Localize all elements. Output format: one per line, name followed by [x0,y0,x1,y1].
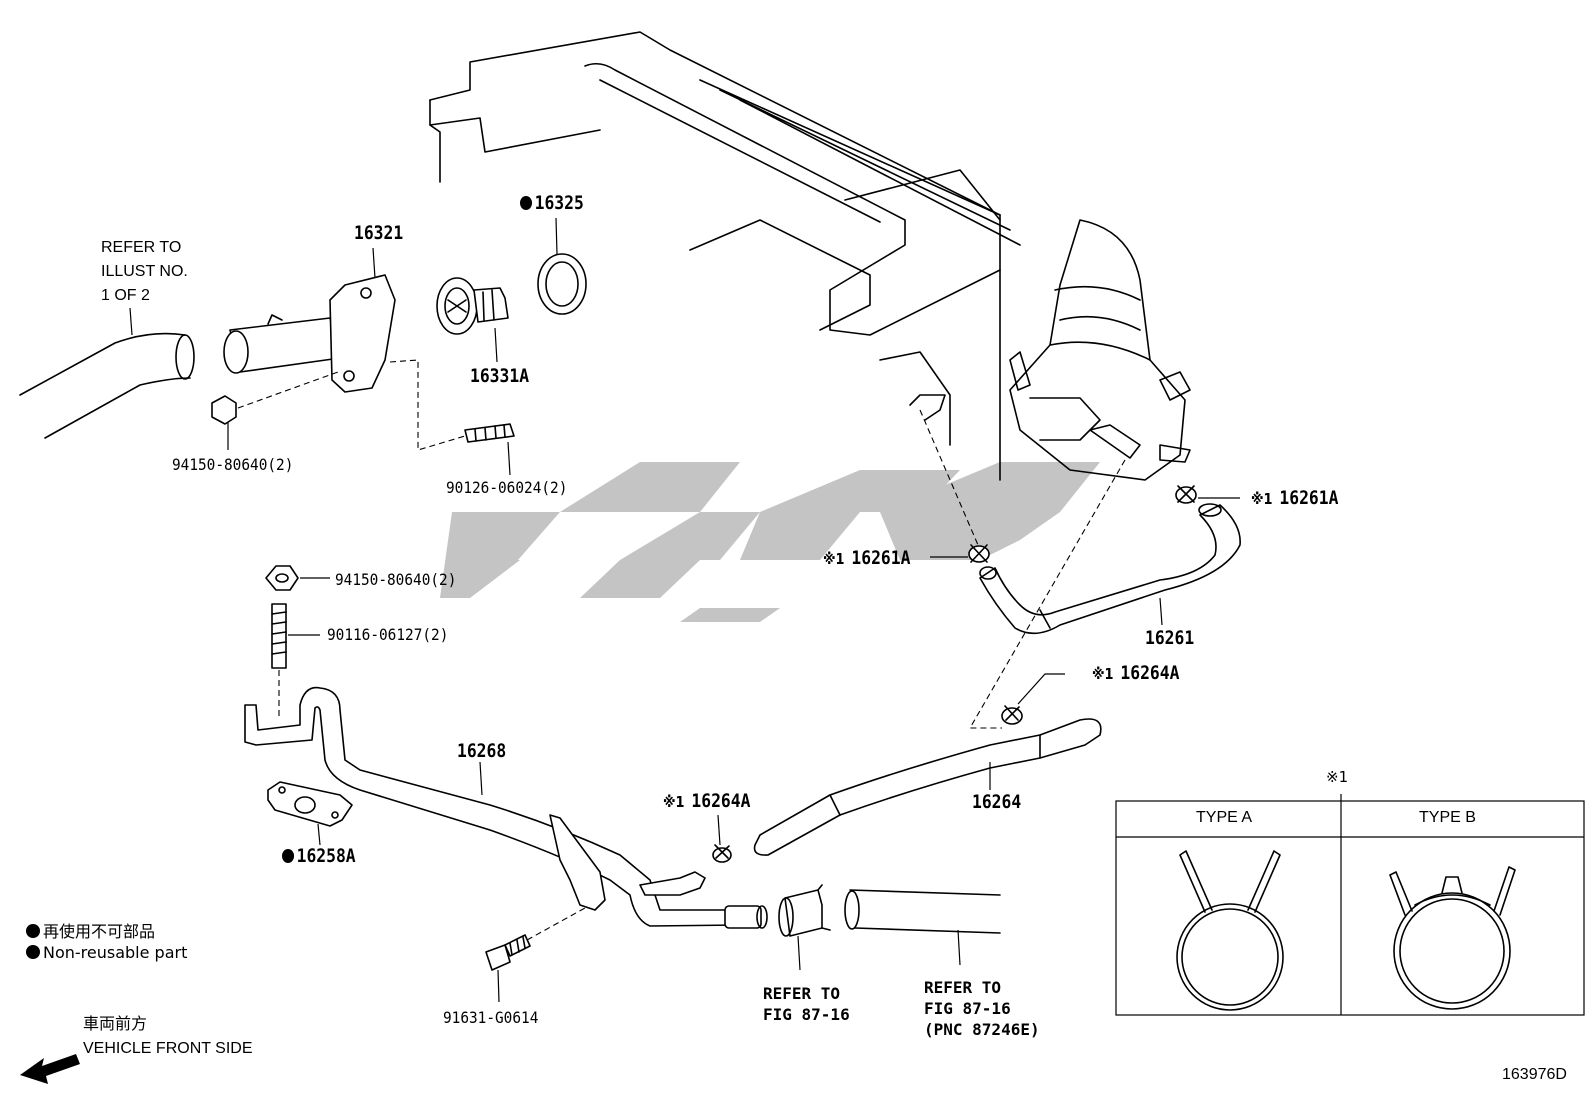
clamp-table-marker: ※1 [1326,768,1349,786]
water-bypass-pipe-16268 [244,686,768,929]
part-label-16261: 16261 [1145,627,1195,649]
non-reusable-dot-icon [26,945,40,959]
front-arrow-icon [20,1054,80,1084]
part-label-90116: 90116-06127(2) [327,625,449,644]
water-outlet-16321 [223,247,396,393]
nut-94150-mid [265,565,330,591]
clamp-type-a-icon [1176,850,1284,1011]
clamp-16261A-upper [1175,485,1240,504]
part-label-16268: 16268 [457,740,507,762]
legend: 再使用不可部品 Non-reusable part [26,918,187,968]
refer-fig-a-label: REFER TO FIG 87-16 [763,984,850,1024]
water-hose-16264 [753,718,1102,856]
legend-row-jp: 再使用不可部品 [26,918,187,943]
upper-radiator-hose [19,307,195,439]
part-label-91631: 91631-G0614 [443,1008,539,1027]
part-label-94150-upper: 94150-80640(2) [172,455,294,474]
part-label-16321: 16321 [354,222,404,244]
legend-row-en: Non-reusable part [26,943,187,968]
gasket-16325 [537,217,587,315]
gasket-16258A [267,781,353,846]
hose-connector-ref-a [778,884,831,971]
non-reusable-dot-icon [26,924,40,938]
part-label-16331A: 16331A [470,365,530,387]
clamp-type-table [1115,794,1585,1016]
stud-90126 [464,423,515,476]
clamp-16264A-upper [1001,673,1065,725]
stud-90116 [271,603,320,669]
throttle-body-assembly [1009,219,1191,481]
clamp-type-a-label: TYPE A [1196,809,1253,826]
part-label-94150-mid: 94150-80640(2) [335,570,457,589]
non-reusable-dot-icon [520,196,533,210]
thermostat-16331A [436,277,509,363]
nut-94150-upper [211,395,237,450]
engine-block-outline [429,31,1021,481]
front-label: 車両前方 VEHICLE FRONT SIDE [83,1016,253,1057]
clamp-16261A-mid [930,544,990,563]
hose-ref-b [844,889,1001,966]
clamp-16264A-lower [712,814,732,863]
non-reusable-dot-icon [282,849,295,863]
part-label-16325: 16325 [520,192,584,214]
water-hose-16261 [979,503,1241,635]
figure-id: 163976D [1502,1066,1567,1083]
clamp-type-b-icon [1389,866,1516,1010]
clamp-type-b-label: TYPE B [1419,809,1476,826]
part-label-16264: 16264 [972,791,1022,813]
watermark-logo [440,462,1100,622]
part-label-16258A: 16258A [282,845,356,867]
bolt-91631 [485,934,531,1003]
refer-illust-label: REFER TO ILLUST NO. 1 OF 2 [101,239,188,304]
part-label-90126: 90126-06024(2) [446,478,568,497]
refer-fig-b-label: REFER TO FIG 87-16 (PNC 87246E) [924,978,1040,1039]
